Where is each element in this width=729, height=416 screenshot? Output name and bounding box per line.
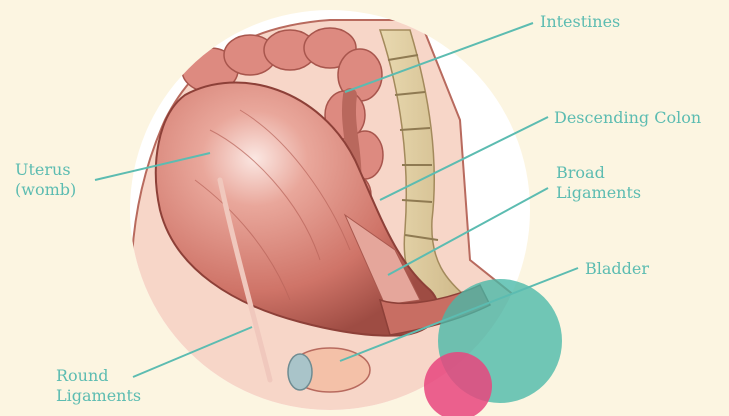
label-descending-colon: Descending Colon [554, 108, 701, 128]
label-descending-colon-text: Descending Colon [554, 108, 701, 128]
label-broad-ligaments-line2: Ligaments [556, 183, 641, 203]
label-round-ligaments: Round Ligaments [56, 366, 141, 406]
label-broad-ligaments: Broad Ligaments [556, 163, 641, 203]
label-intestines-text: Intestines [540, 12, 620, 32]
label-intestines: Intestines [540, 12, 620, 32]
label-broad-ligaments-line1: Broad [556, 163, 641, 183]
label-bladder: Bladder [585, 259, 649, 279]
label-uterus-line2: (womb) [15, 180, 76, 200]
label-uterus-line1: Uterus [15, 160, 76, 180]
label-uterus: Uterus (womb) [15, 160, 76, 200]
label-round-ligaments-line2: Ligaments [56, 386, 141, 406]
label-bladder-text: Bladder [585, 259, 649, 279]
label-round-ligaments-line1: Round [56, 366, 141, 386]
pubic-bone [288, 354, 312, 390]
